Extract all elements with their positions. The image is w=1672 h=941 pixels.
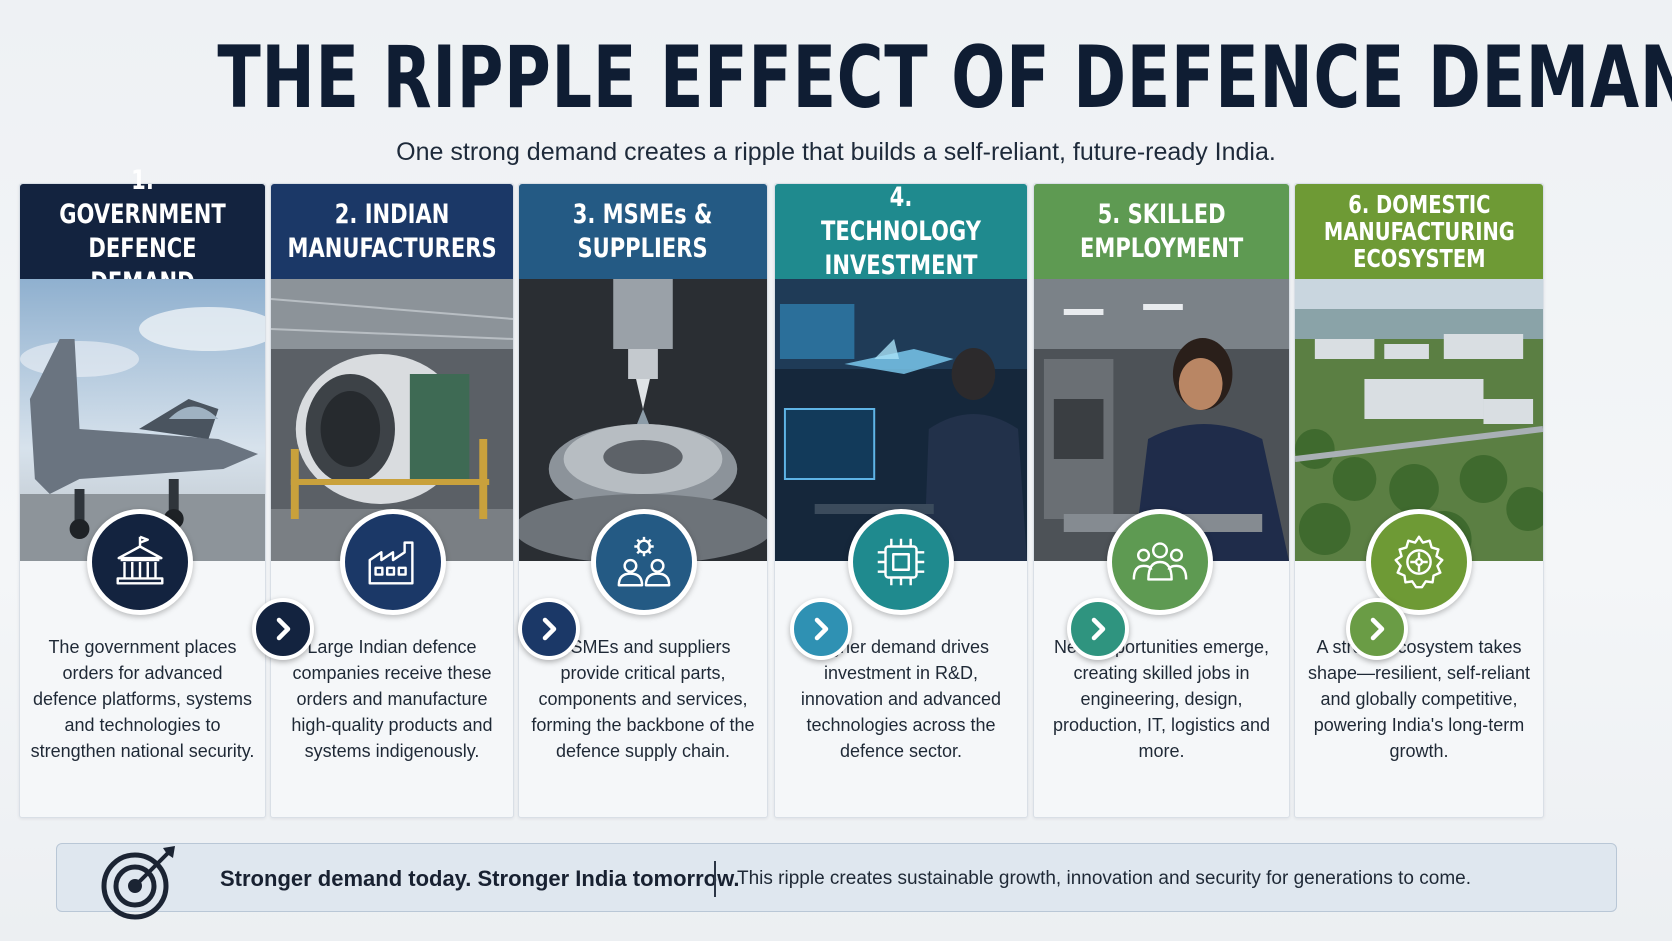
next-arrow-icon [1346, 598, 1408, 660]
aircraft-assembly-photo [271, 279, 513, 561]
step-heading: 1. GOVERNMENT DEFENCE DEMAND [20, 165, 265, 298]
step-description: A strong ecosystem takes shape—resilient… [1307, 637, 1531, 761]
gear-circuit-icon [1366, 509, 1472, 615]
chip-icon [848, 509, 954, 615]
next-arrow-icon [252, 598, 314, 660]
step-description: The government places orders for advance… [30, 637, 255, 761]
target-arrow-icon [101, 846, 175, 920]
fighter-jet-photo [20, 279, 265, 561]
step-card-employment: 5. SKILLED EMPLOYMENT [1033, 183, 1290, 818]
footer-tagline: Stronger demand today. Stronger India to… [220, 866, 740, 891]
step-heading: 2. INDIAN MANUFACTURERS [271, 184, 513, 279]
step-card-ecosystem: 6. DOMESTIC MANUFACTURING ECOSYSTEM [1294, 183, 1544, 818]
step-card-technology: 4. TECHNOLOGY INVESTMENT [774, 182, 1028, 818]
next-arrow-icon [518, 598, 580, 660]
step-card-government: 1. GOVERNMENT DEFENCE DEMAND [19, 165, 266, 818]
team-icon [1107, 509, 1213, 615]
technician-photo [1034, 279, 1289, 561]
next-arrow-icon [1067, 598, 1129, 660]
ripple-steps: 1. GOVERNMENT DEFENCE DEMAND [0, 165, 1672, 818]
step-card-manufacturers: 2. INDIAN MANUFACTURERS [270, 183, 514, 818]
government-building-icon [87, 509, 193, 615]
people-gear-icon [591, 509, 697, 615]
step-heading: 5. SKILLED EMPLOYMENT [1034, 184, 1289, 279]
factory-icon [340, 509, 446, 615]
page-title: THE RIPPLE EFFECT OF DEFENCE DEMAND [217, 28, 1672, 128]
step-heading: 6. DOMESTIC MANUFACTURING ECOSYSTEM [1295, 184, 1543, 279]
next-arrow-icon [790, 598, 852, 660]
step-card-msmes: 3. MSMEs & SUPPLIERS [518, 183, 768, 818]
footer-banner: Stronger demand today. Stronger India to… [56, 843, 1617, 920]
engineer-hologram-photo [775, 279, 1027, 561]
footer-divider [714, 861, 716, 897]
step-heading: 4. TECHNOLOGY INVESTMENT [775, 182, 1027, 281]
step-description: MSMEs and suppliers provide critical par… [531, 637, 755, 761]
footer-description: This ripple creates sustainable growth, … [737, 868, 1472, 889]
page-subtitle: One strong demand creates a ripple that … [396, 138, 1276, 166]
step-description: Higher demand drives investment in R&D, … [800, 637, 1002, 761]
step-heading: 3. MSMEs & SUPPLIERS [519, 184, 767, 279]
step-description: Large Indian defence companies receive t… [291, 637, 493, 761]
step-description: New opportunities emerge, creating skill… [1052, 637, 1271, 761]
